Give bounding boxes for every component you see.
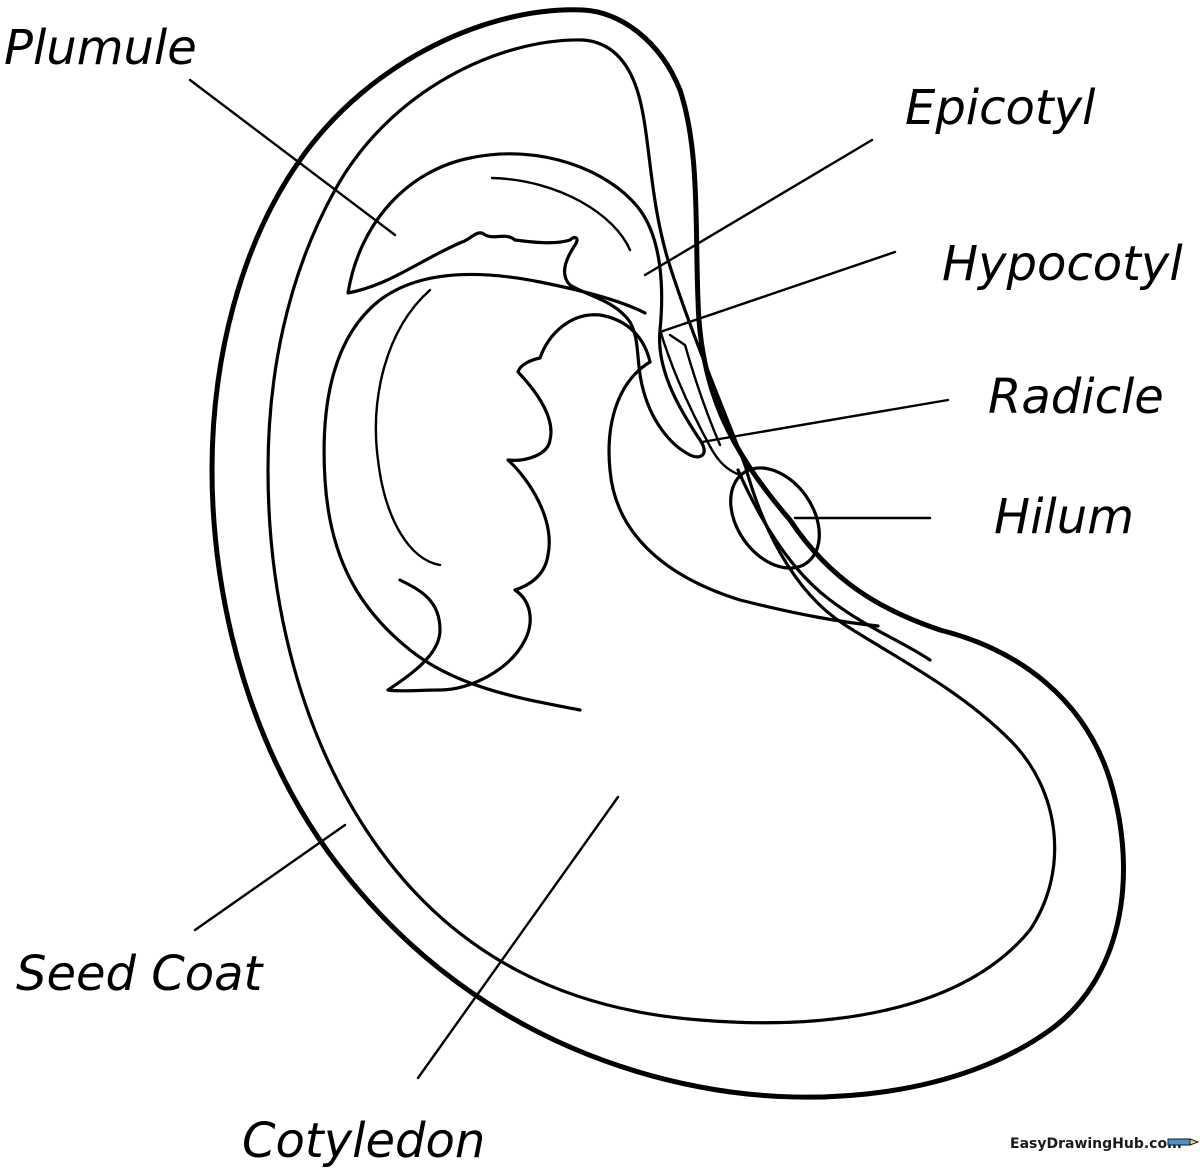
seed-coat-inner [266, 38, 1057, 1025]
leader-seed-coat [193, 823, 347, 932]
plumule-fold [490, 176, 632, 252]
label-plumule: Plumule [4, 20, 197, 76]
cotyledon-upper-fold [322, 272, 647, 712]
leader-plumule [188, 78, 397, 237]
hilum-oval [729, 466, 821, 570]
label-cotyledon: Cotyledon [242, 1113, 485, 1169]
cotyledon-crease [374, 288, 442, 567]
label-radicle: Radicle [988, 369, 1164, 425]
label-epicotyl: Epicotyl [905, 80, 1096, 136]
seed-coat-outer [209, 7, 1126, 1100]
leader-hypocotyl [658, 250, 897, 334]
leader-radicle [700, 398, 950, 444]
leader-epicotyl [643, 138, 874, 277]
radicle-strip-inner [668, 333, 722, 447]
seed-seam [736, 468, 932, 662]
pencil-icon [1167, 1138, 1200, 1146]
label-hypocotyl: Hypocotyl [942, 236, 1183, 292]
leader-cotyledon [416, 795, 620, 1080]
cotyledon-boundary [607, 360, 880, 628]
label-hilum: Hilum [994, 489, 1134, 545]
embryo-outline [346, 152, 706, 459]
cotyledon-wavy-edge [386, 313, 652, 693]
label-seed-coat: Seed Coat [16, 946, 265, 1002]
watermark-text: EasyDrawingHub.com [1010, 1136, 1182, 1152]
